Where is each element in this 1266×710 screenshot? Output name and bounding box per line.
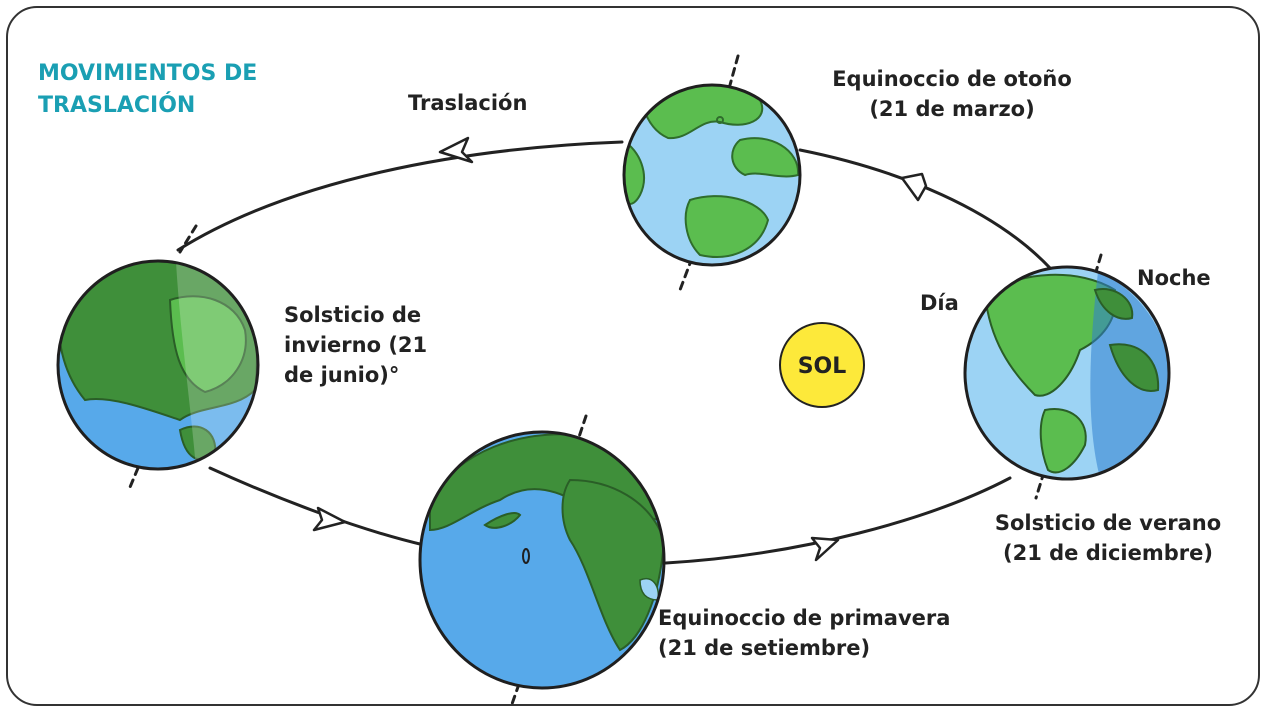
spring-label-line-1: Equinoccio de primavera [658, 606, 951, 630]
arrow-icon [312, 506, 347, 532]
summer-label: Solsticio de verano (21 de diciembre) [988, 508, 1228, 568]
title-line-2: TRASLACIÓN [38, 93, 196, 118]
winter-label-line-2: invierno (21 [284, 333, 428, 357]
title-line-1: MOVIMIENTOS DE [38, 61, 258, 86]
earth-spring [418, 430, 666, 690]
orbit-arrows [312, 136, 928, 562]
orbit-label: Traslación [408, 91, 528, 115]
winter-label-line-3: de junio)° [284, 363, 400, 387]
diagram-title: MOVIMIENTOS DE TRASLACIÓN [38, 58, 257, 122]
sun: SOL [779, 322, 865, 408]
spring-label-line-2: (21 de setiembre) [658, 636, 871, 660]
arrow-icon [900, 172, 928, 202]
summer-label-line-1: Solsticio de verano [994, 511, 1222, 535]
spring-label: Equinoccio de primavera (21 de setiembre… [658, 603, 950, 663]
winter-label: Solsticio de invierno (21 de junio)° [284, 300, 427, 390]
arrow-icon [810, 536, 840, 562]
day-label: Día [920, 291, 959, 315]
night-label: Noche [1137, 266, 1211, 290]
earth-autumn [622, 83, 802, 267]
autumn-label: Equinoccio de otoño (21 de marzo) [812, 64, 1092, 124]
earth-winter [56, 259, 260, 471]
frame-border [6, 6, 1260, 706]
earth-summer [963, 265, 1171, 481]
summer-label-line-2: (21 de diciembre) [1003, 541, 1213, 565]
winter-label-line-1: Solsticio de [284, 303, 422, 327]
arrow-icon [438, 136, 474, 164]
autumn-label-line-2: (21 de marzo) [869, 97, 1035, 121]
autumn-label-line-1: Equinoccio de otoño [832, 67, 1072, 91]
sun-label: SOL [798, 354, 847, 379]
